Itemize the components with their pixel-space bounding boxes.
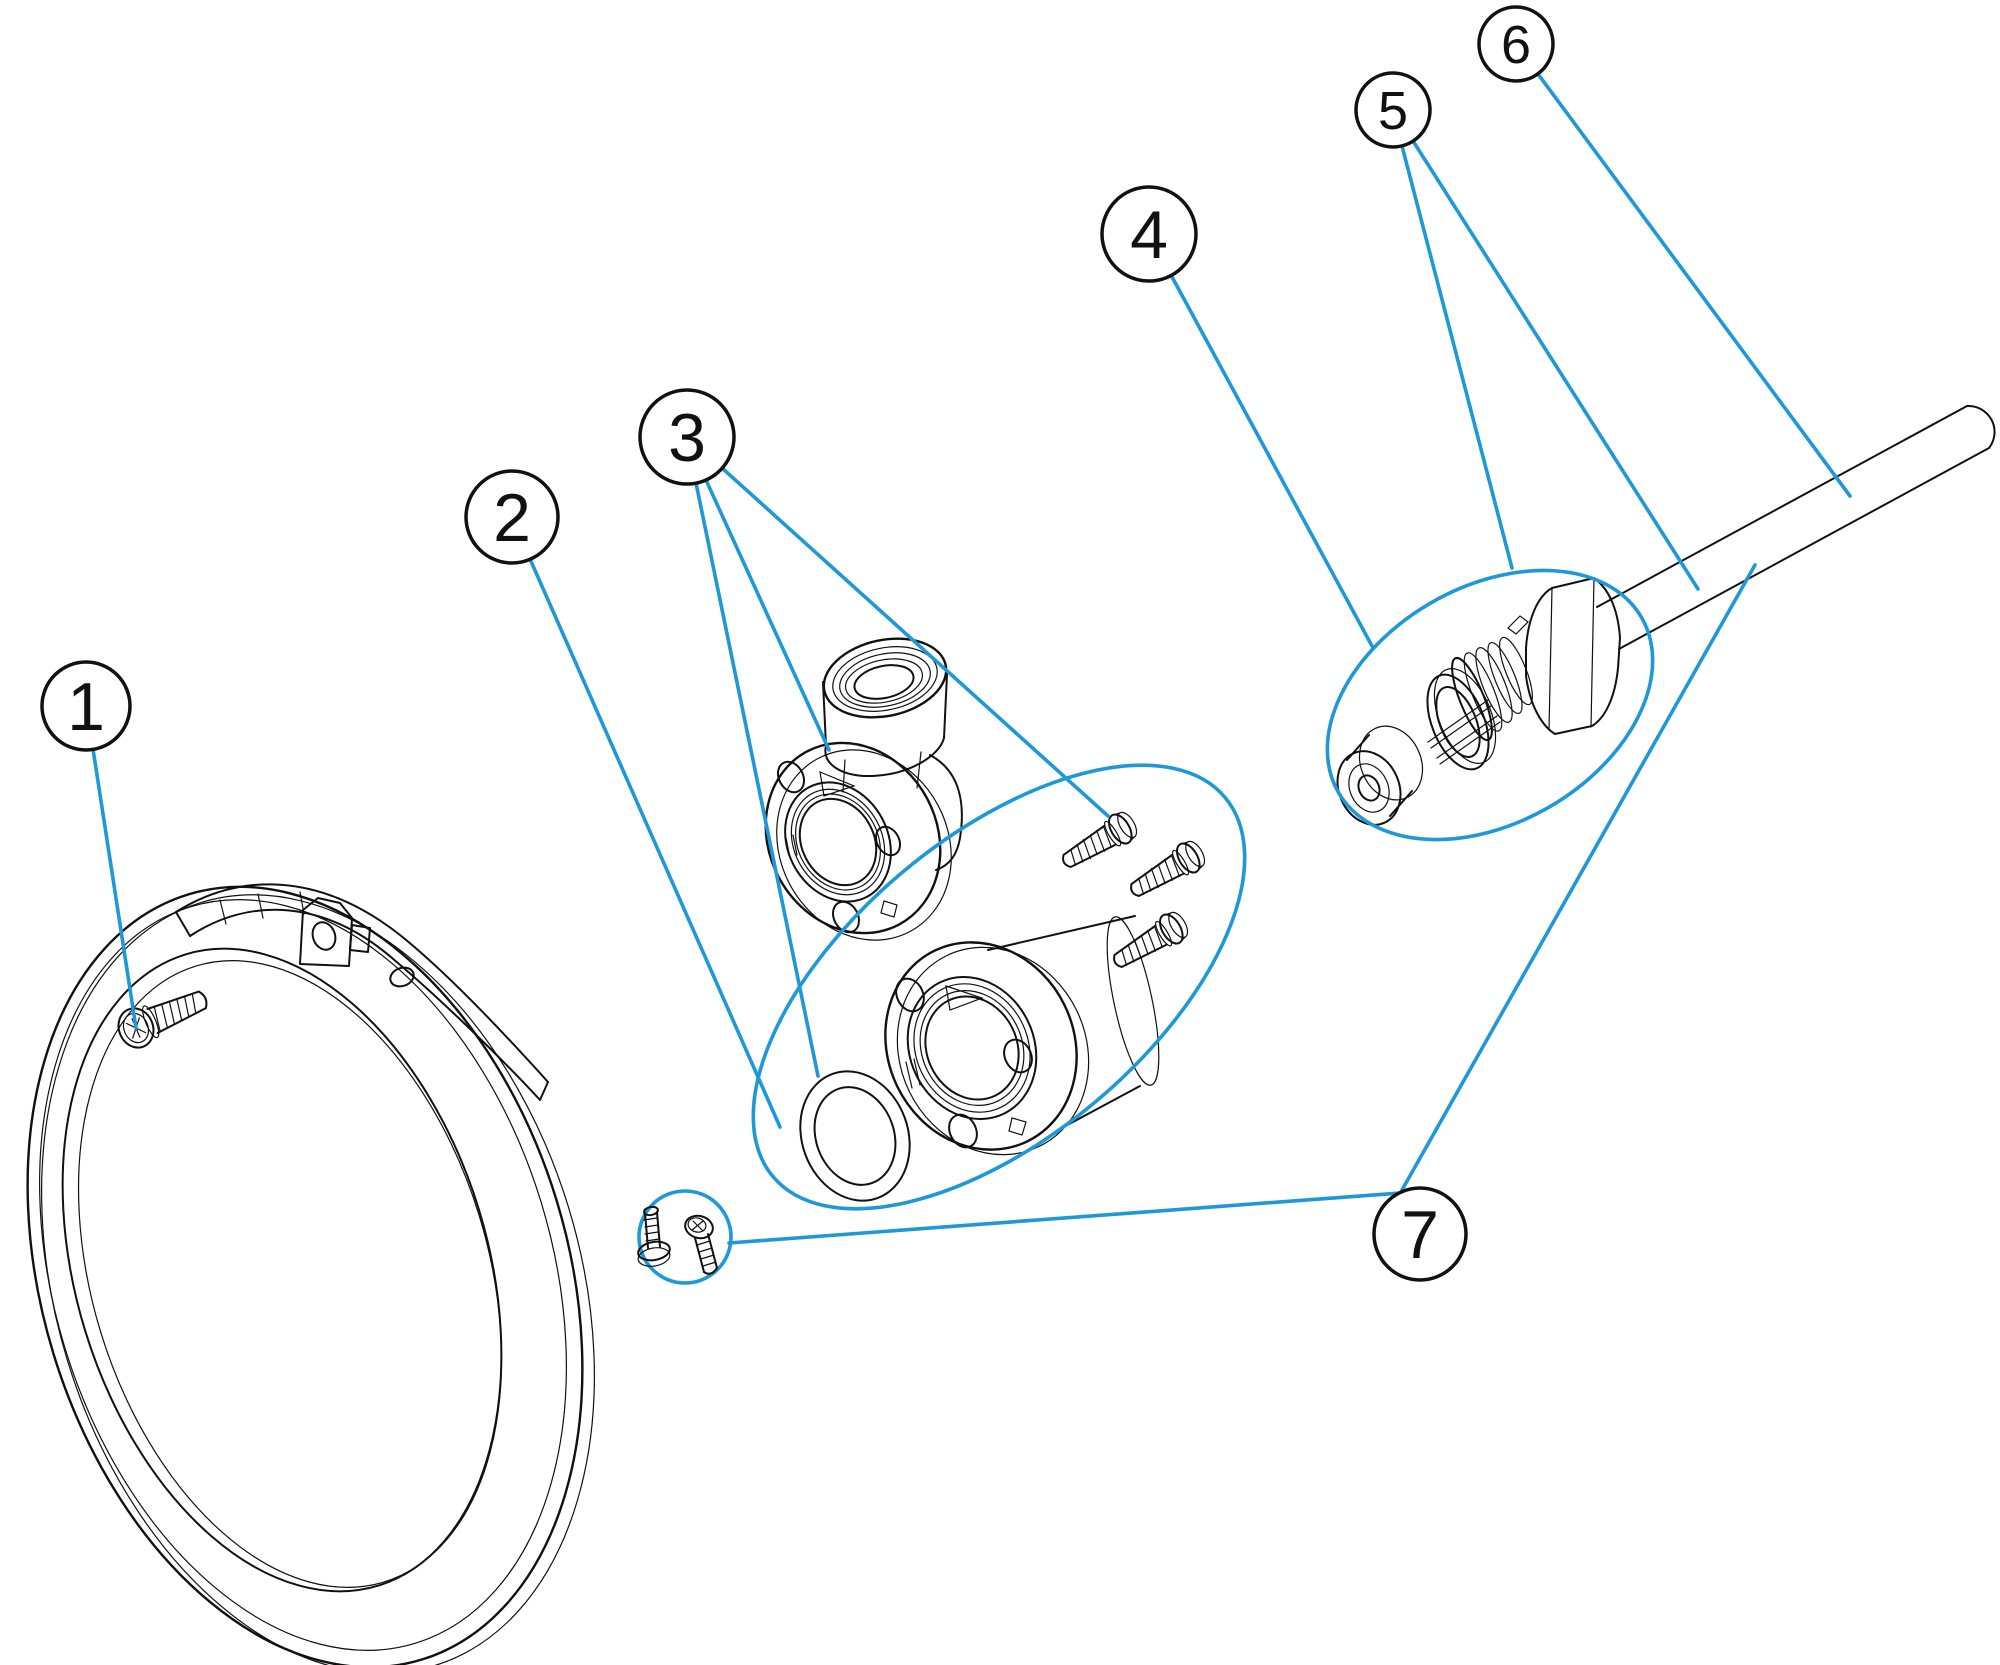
elbow-fitting — [764, 637, 963, 941]
lid-screws-detail — [637, 1189, 733, 1285]
callout-3-label: 3 — [668, 400, 706, 476]
callout-5-label: 5 — [1378, 81, 1408, 141]
detail-circle — [637, 1189, 733, 1285]
callout-2-label: 2 — [493, 480, 531, 556]
leader-line-1 — [91, 747, 138, 1030]
leader-line-7b — [1400, 563, 1757, 1192]
gland-assembly — [1336, 577, 1621, 826]
callouts: 1 2 3 4 5 6 7 — [40, 5, 1555, 1282]
leader-line-4 — [1169, 273, 1374, 648]
bezel-clamp — [175, 883, 549, 1101]
callout-6-circle — [1477, 5, 1555, 83]
conduit-tube — [1596, 404, 1996, 650]
callout-4: 4 — [1100, 185, 1198, 283]
gasket — [799, 1070, 911, 1202]
leader-line-5b — [1411, 139, 1700, 591]
callout-6-label: 6 — [1501, 15, 1531, 75]
callout-3-circle — [638, 388, 736, 486]
gland-nut — [1507, 577, 1621, 735]
leader-line-3c — [720, 466, 1110, 818]
callout-1-label: 1 — [67, 669, 105, 745]
callout-4-circle — [1100, 185, 1198, 283]
bezel-screw — [117, 990, 208, 1049]
gland-body — [1451, 636, 1533, 742]
callout-4-label: 4 — [1130, 197, 1168, 273]
callout-7: 7 — [1372, 1186, 1468, 1282]
niche-body — [884, 915, 1160, 1156]
bezel-ring — [26, 883, 595, 1665]
callout-2: 2 — [464, 469, 560, 565]
leader-line-3b — [694, 481, 820, 1078]
gland-group-ellipse — [1325, 568, 1655, 842]
callout-6: 6 — [1477, 5, 1555, 83]
leader-line-7a — [727, 1191, 1402, 1245]
gland-bushing — [1336, 725, 1424, 826]
callout-7-label: 7 — [1401, 1197, 1439, 1273]
callout-1: 1 — [40, 660, 132, 752]
leader-lines — [91, 72, 1852, 1245]
niche-screws — [1054, 806, 1211, 978]
leader-line-5a — [1400, 144, 1514, 570]
niche-group-ellipse — [751, 763, 1247, 1211]
callout-2-circle — [464, 469, 560, 565]
leader-line-2 — [528, 557, 782, 1129]
callout-7-circle — [1372, 1186, 1468, 1282]
callout-3: 3 — [638, 388, 736, 486]
stud-screw — [637, 1205, 671, 1267]
callout-5: 5 — [1354, 71, 1432, 149]
callout-5-circle — [1354, 71, 1432, 149]
leader-line-3a — [704, 478, 831, 752]
callout-1-circle — [40, 660, 132, 752]
pan-head-screw — [684, 1214, 718, 1275]
leader-line-6 — [1536, 72, 1852, 498]
